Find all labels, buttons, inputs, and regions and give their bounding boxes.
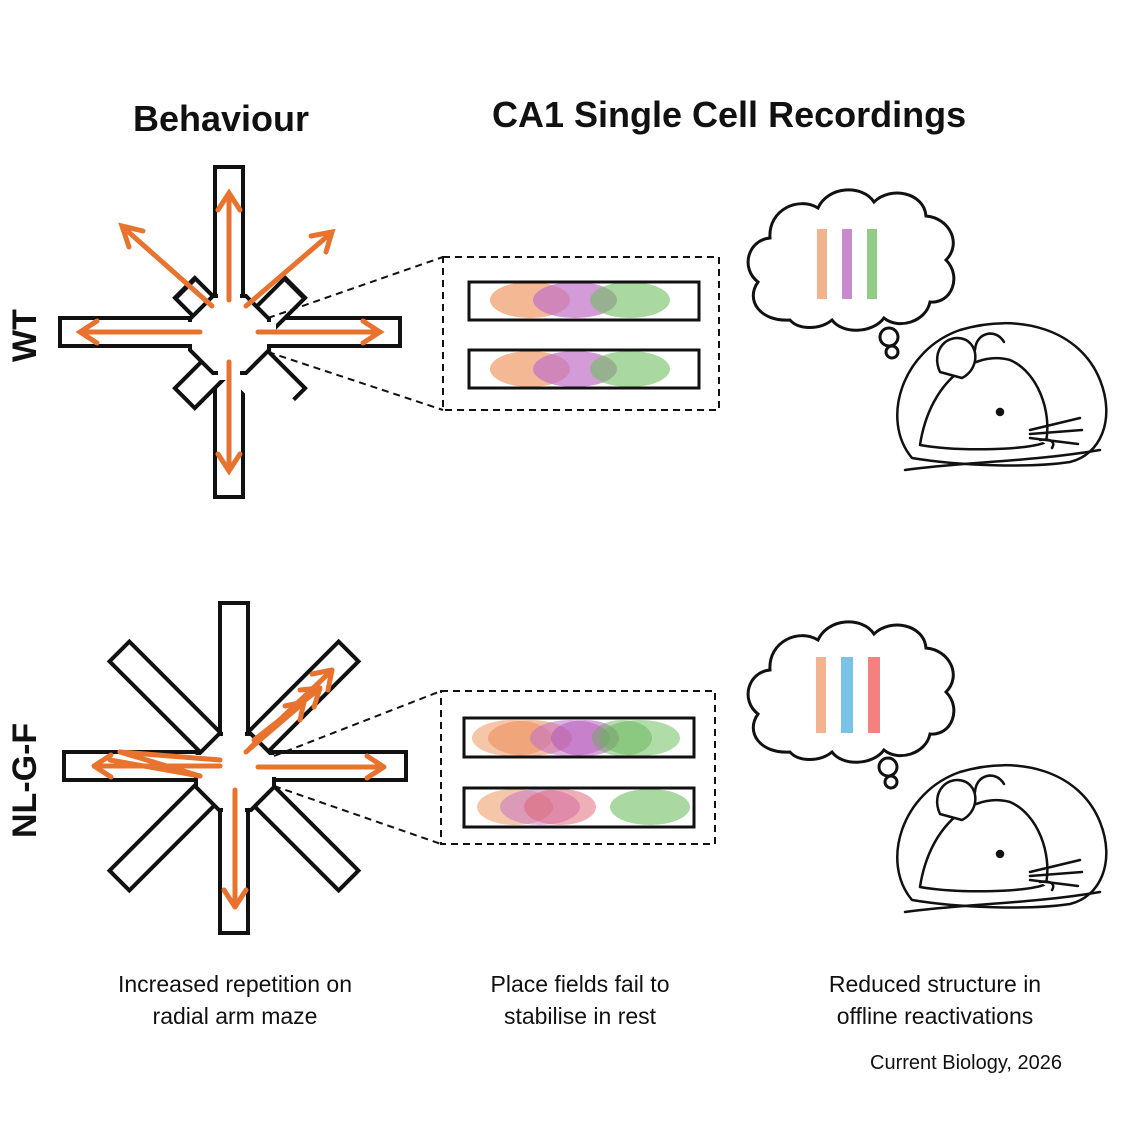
recordings-heading: CA1 Single Cell Recordings: [492, 94, 967, 135]
nlgf-sleeping-mouse-icon: [896, 764, 1108, 914]
wt-sleeping-mouse-icon: [896, 322, 1108, 472]
behaviour-heading: Behaviour: [133, 98, 310, 139]
wt-track-bottom-linear-track-icon: [467, 348, 701, 390]
wt-track-top-linear-track-icon: [467, 280, 701, 322]
reactivations-caption: Reduced structure in offline reactivatio…: [828, 971, 1042, 1029]
place-fields-caption: Place fields fail to stabilise in rest: [490, 971, 670, 1029]
wt-reactivation-bars: [817, 229, 877, 299]
nlgf-track-top-linear-track-icon: [462, 716, 696, 759]
nlgf-reactivation-bars: [816, 657, 880, 733]
citation-credit: Current Biology, 2026: [870, 1052, 1062, 1074]
maze-arm-n: [218, 601, 250, 742]
wt-zoom-box: [442, 256, 720, 411]
nlgf-zoom-box: [440, 690, 716, 845]
zoom-lines: [267, 256, 720, 845]
nlgf-run-arrows: [91, 667, 387, 910]
nlgf-track-bottom-linear-track-icon: [462, 786, 696, 829]
wt-run-arrows: [75, 188, 385, 476]
behaviour-caption: Increased repetition on radial arm maze: [118, 971, 352, 1029]
